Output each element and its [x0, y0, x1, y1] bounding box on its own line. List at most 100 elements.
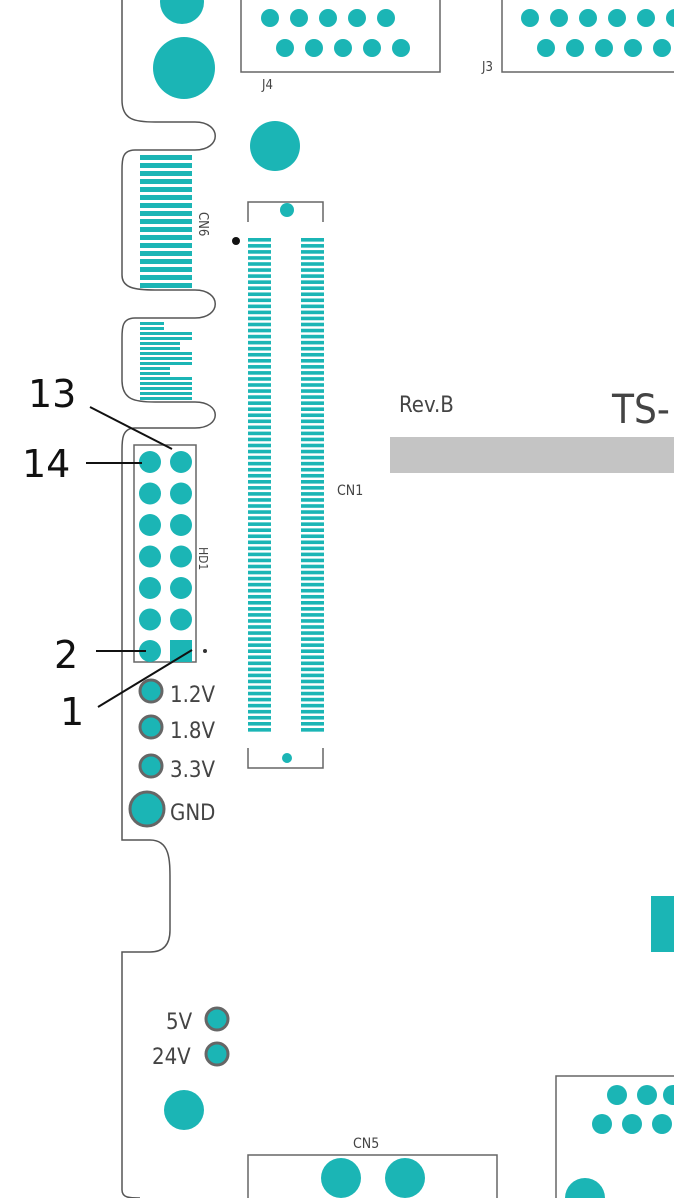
cn1-pad: [301, 389, 324, 393]
cn1-pad: [248, 401, 271, 405]
cn1-pad: [301, 661, 324, 666]
cn1-pad: [248, 280, 271, 284]
cn1-pad: [248, 528, 271, 532]
cn1-pad: [301, 498, 324, 502]
cn1-pad: [301, 473, 324, 478]
callout-2: 2: [54, 633, 78, 677]
cn6-finger: [140, 357, 192, 360]
cn1-pad: [301, 419, 324, 424]
hd1-pin: [139, 514, 161, 536]
cn1-pad: [301, 709, 324, 714]
cn1-pad: [301, 340, 324, 345]
cn1-pad: [248, 709, 271, 714]
cn1-pad: [248, 371, 271, 375]
cn1-pad: [301, 607, 324, 611]
j4-pin: [334, 39, 352, 57]
cn1-pad: [301, 268, 324, 272]
j3-pin: [608, 9, 626, 27]
cn1-pad: [248, 643, 271, 647]
cn1-pad: [248, 419, 271, 424]
cn1-pad: [248, 722, 271, 726]
cn1-pad: [248, 359, 271, 363]
cn6-label: CN6: [195, 212, 210, 236]
cn1-pad: [248, 667, 271, 672]
cn1-pad: [248, 625, 271, 629]
j4-pin: [348, 9, 366, 27]
cn6-finger: [140, 322, 164, 325]
cn1-pad: [248, 601, 271, 605]
tp-1v8-label: 1.8V: [170, 719, 215, 744]
cn1-pad: [248, 637, 271, 641]
cn6-finger: [140, 382, 192, 385]
cn1-pad: [301, 673, 324, 678]
cn1-pad: [248, 631, 271, 635]
cn1-pad: [301, 407, 324, 411]
cn1-pad: [301, 425, 324, 430]
cn1-pad: [301, 286, 324, 290]
cn1-pad: [248, 522, 271, 526]
j3-connector: J3: [481, 0, 674, 75]
cn1-pad: [301, 334, 324, 339]
cn6-finger: [140, 347, 180, 350]
cn1-pad: [301, 601, 324, 605]
cn1-pad: [301, 310, 324, 315]
cn1-pad: [248, 316, 271, 321]
cn1-pad: [248, 455, 271, 460]
cn1-pad: [301, 619, 324, 623]
cn1-pad: [301, 631, 324, 635]
board-title: TS-: [611, 387, 670, 433]
cn1-pad: [301, 256, 324, 260]
cn1-pad: [248, 304, 271, 309]
cn1-pad: [301, 504, 324, 508]
cn6-finger: [140, 337, 192, 340]
cn1-pad: [248, 407, 271, 411]
bottom-right-connector: [555, 1075, 674, 1198]
cn6-finger: [140, 179, 192, 184]
cn1-pad: [301, 576, 324, 581]
cn1-pad: [248, 340, 271, 345]
hd1-header: HD1: [133, 444, 210, 663]
hd1-label: HD1: [196, 547, 210, 570]
cn1-pad: [248, 655, 271, 660]
cn6-finger: [140, 155, 192, 160]
cn1-pad: [301, 413, 324, 418]
j3-pin: [653, 39, 671, 57]
cn1-pad: [301, 401, 324, 405]
cn1-pad: [248, 449, 271, 454]
cn6-connector: CN6: [140, 155, 210, 400]
cn1-pad: [301, 534, 324, 539]
cn1-pad: [248, 679, 271, 684]
cn1-pad: [301, 322, 324, 327]
pin1-dot: [203, 649, 207, 653]
cn5-connector: CN5: [247, 1136, 498, 1198]
cn1-pad: [248, 516, 271, 520]
cn1-pad: [301, 558, 324, 563]
cn1-pad: [248, 594, 271, 599]
j3-pin: [666, 9, 674, 27]
cn1-pad: [301, 540, 324, 545]
cn1-pad: [301, 359, 324, 363]
cn1-pad: [248, 613, 271, 617]
cn1-pad: [301, 250, 324, 254]
cn1-pad: [301, 516, 324, 520]
pp-5v-label: 5V: [166, 1010, 193, 1035]
cn1-pad: [248, 431, 271, 436]
pin1-marker: [232, 237, 240, 245]
cn1-pad: [301, 649, 324, 653]
cn1-pad: [301, 352, 324, 357]
j4-pin: [261, 9, 279, 27]
cn1-pad: [301, 715, 324, 720]
hd1-pin: [139, 545, 161, 568]
test-points: 1.2V 1.8V 3.3V GND: [128, 678, 215, 828]
cn1-pad: [301, 395, 324, 399]
cn6-finger: [140, 367, 170, 370]
cn1-pad: [301, 274, 324, 278]
cn1-pad: [248, 691, 271, 696]
cn1-pad: [248, 292, 271, 297]
cn1-pad: [248, 480, 271, 484]
cn1-pad: [248, 570, 271, 575]
cn1-pad: [248, 504, 271, 508]
cn6-finger: [140, 227, 192, 232]
j4-pin: [305, 39, 323, 57]
cn1-pad: [301, 582, 324, 587]
